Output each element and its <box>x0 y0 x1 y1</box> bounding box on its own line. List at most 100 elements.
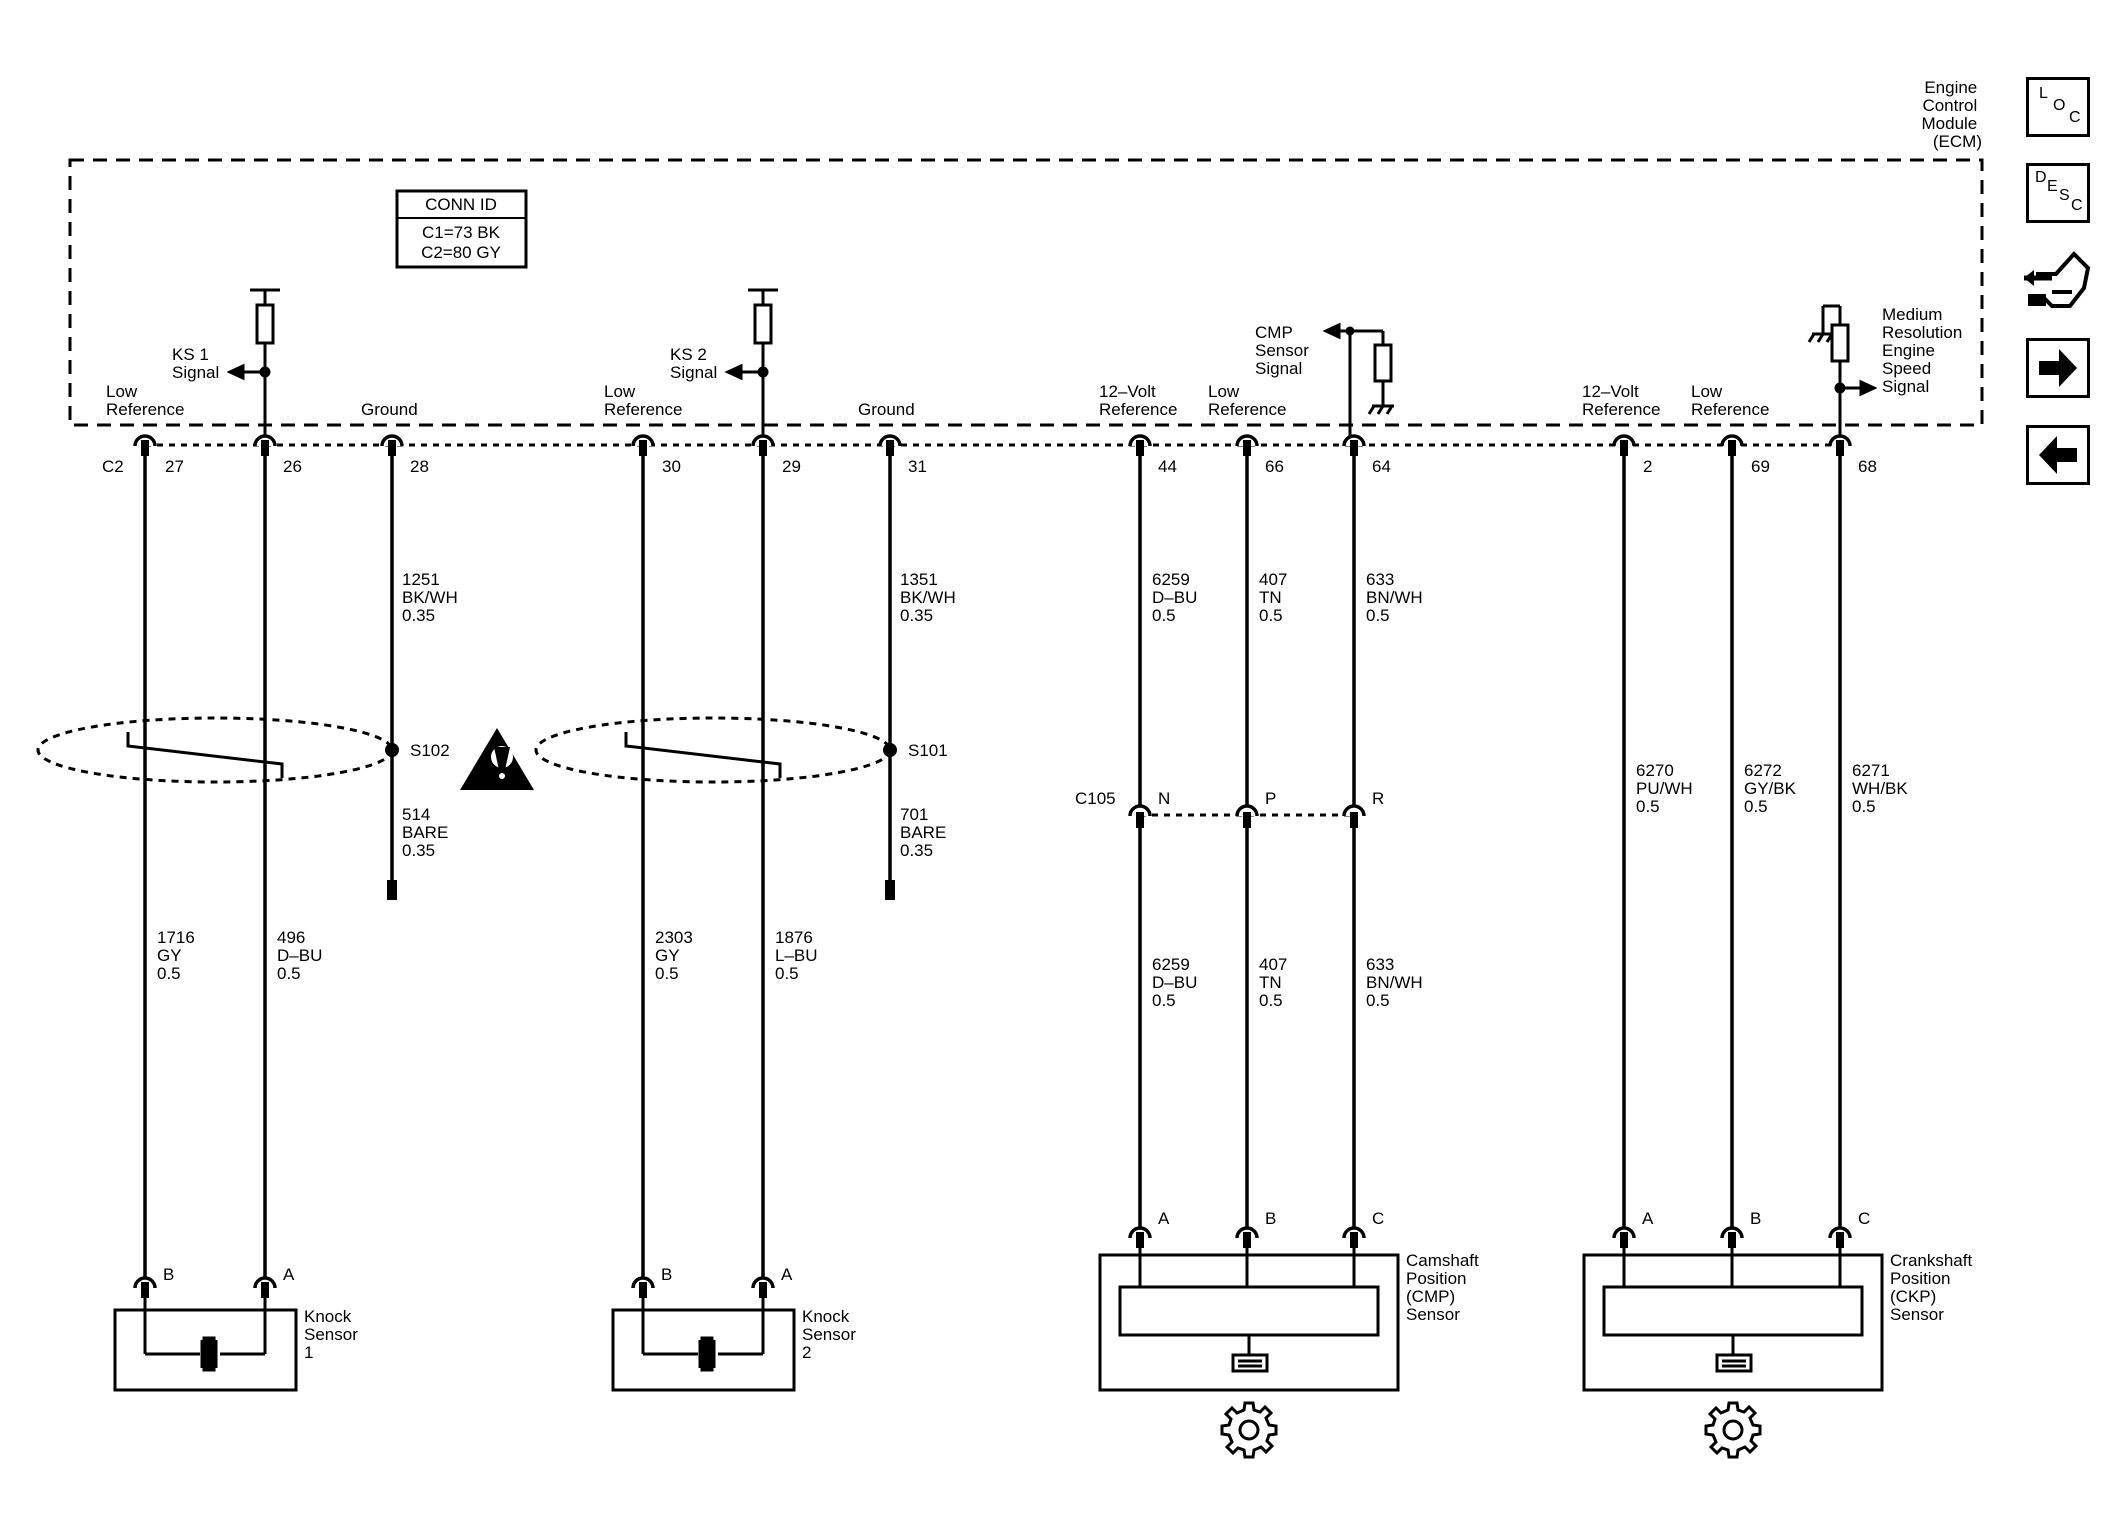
splice-s101-dot <box>883 743 897 757</box>
connector-pinout-icon <box>2024 251 2091 308</box>
next-button[interactable] <box>2026 338 2090 398</box>
knock-sensor-2 <box>611 1298 796 1392</box>
conn-id-title: CONN ID <box>425 195 497 214</box>
ks2-signal-label: KS 2 Signal <box>670 345 717 382</box>
ckp-sensor-label: Crankshaft Position (CKP) Sensor <box>1890 1251 1977 1324</box>
wire-label-1351: 1351 BK/WH 0.35 <box>900 570 960 625</box>
cmp-sensor-signal-label: CMP Sensor Signal <box>1255 323 1314 378</box>
pin-64: 64 <box>1372 457 1391 476</box>
desc-letter-c: C <box>2071 197 2083 214</box>
ks2-circuit <box>724 288 778 440</box>
pin-28: 28 <box>410 457 429 476</box>
wire-label-407-top: 407 TN 0.5 <box>1259 570 1292 625</box>
wire-label-6271: 6271 WH/BK 0.5 <box>1852 761 1912 816</box>
wire-label-701: 701 BARE 0.35 <box>900 805 951 860</box>
left-arrow-icon <box>2039 436 2077 474</box>
desc-letter-s: S <box>2059 187 2070 204</box>
pin-66: 66 <box>1265 457 1284 476</box>
desc-letter-e: E <box>2047 178 2058 195</box>
ckp-pin-c: C <box>1858 1209 1870 1228</box>
sensor-terminals <box>133 1226 1852 1298</box>
drain-514-end <box>387 880 397 900</box>
conn-id-c2: C2=80 GY <box>421 243 501 262</box>
low-reference-69-label: Low Reference <box>1691 382 1769 419</box>
connector-pinout-button[interactable] <box>2022 244 2094 324</box>
ks1-signal-label: KS 1 Signal <box>172 345 219 382</box>
wire-label-407-bottom: 407 TN 0.5 <box>1259 955 1292 1010</box>
pin-44: 44 <box>1158 457 1177 476</box>
knock1-pin-b: B <box>163 1265 174 1284</box>
wire-label-1251: 1251 BK/WH 0.35 <box>402 570 462 625</box>
wire-label-2303: 2303 GY 0.5 <box>655 928 698 983</box>
wire-label-633-bottom: 633 BN/WH 0.5 <box>1366 955 1427 1010</box>
loc-letter-c: C <box>2069 109 2081 126</box>
wire-label-6259-top: 6259 D–BU 0.5 <box>1152 570 1202 625</box>
loc-button[interactable]: L O C <box>2026 77 2090 137</box>
loc-letter-l: L <box>2039 85 2048 102</box>
ground-31-label: Ground <box>858 400 915 419</box>
cmp-pin-c: C <box>1372 1209 1384 1228</box>
pin-26: 26 <box>283 457 302 476</box>
ecm-title: Engine Control Module (ECM) <box>1922 78 1983 151</box>
low-reference-27-label: Low Reference <box>106 382 184 419</box>
pin-29: 29 <box>782 457 801 476</box>
wire-label-1716: 1716 GY 0.5 <box>157 928 200 983</box>
gear-icon <box>1220 1401 1278 1459</box>
ckp-pin-b: B <box>1750 1209 1761 1228</box>
knock1-shield <box>36 716 394 784</box>
knock-sensor-2-label: Knock Sensor 2 <box>802 1307 861 1362</box>
pin-c2: C2 <box>102 457 124 476</box>
pin-68: 68 <box>1858 457 1877 476</box>
pin-31: 31 <box>908 457 927 476</box>
ecm-boundary <box>68 158 1984 427</box>
12v-reference-2-label: 12–Volt Reference <box>1582 382 1660 419</box>
knock2-pin-a: A <box>781 1265 793 1284</box>
c105-pin-p: P <box>1265 789 1276 808</box>
c105-pin-n: N <box>1158 789 1170 808</box>
back-button[interactable] <box>2026 425 2090 485</box>
ks1-circuit <box>226 288 280 440</box>
desc-letter-d: D <box>2035 169 2047 186</box>
knock-sensor-1 <box>113 1298 298 1392</box>
knock2-shield <box>534 716 892 784</box>
ecm-pin-labels: C2 27 26 28 30 29 31 44 66 64 2 69 68 <box>102 457 1877 476</box>
pin-2: 2 <box>1643 457 1652 476</box>
12v-reference-44-label: 12–Volt Reference <box>1099 382 1177 419</box>
conn-id-box: CONN ID C1=73 BK C2=80 GY <box>395 189 528 269</box>
splice-s101-label: S101 <box>908 741 948 760</box>
cmp-sensor <box>1098 1248 1400 1392</box>
pin-69: 69 <box>1751 457 1770 476</box>
ckp-pin-a: A <box>1642 1209 1654 1228</box>
mres-signal-circuit <box>1807 304 1878 440</box>
pin-27: 27 <box>165 457 184 476</box>
c105-label: C105 <box>1075 789 1116 808</box>
loc-letter-o: O <box>2053 97 2066 114</box>
c105-terminals <box>1128 804 1366 828</box>
medium-resolution-signal-label: Medium Resolution Engine Speed Signal <box>1882 305 1967 396</box>
splice-s102-label: S102 <box>410 741 450 760</box>
warning-icon <box>460 728 534 790</box>
wire-label-496: 496 D–BU 0.5 <box>277 928 327 983</box>
knock-sensor-1-label: Knock Sensor 1 <box>304 1307 363 1362</box>
cmp-signal-circuit <box>1322 322 1394 440</box>
cmp-pin-a: A <box>1158 1209 1170 1228</box>
desc-button[interactable]: D E S C <box>2026 163 2090 223</box>
knock2-pin-b: B <box>661 1265 672 1284</box>
cmp-sensor-label: Camshaft Position (CMP) Sensor <box>1406 1251 1483 1324</box>
wire-label-633-top: 633 BN/WH 0.5 <box>1366 570 1427 625</box>
c105-pin-r: R <box>1372 789 1384 808</box>
ckp-sensor <box>1582 1248 1884 1392</box>
ecm-terminals <box>133 434 1852 456</box>
wire-label-1876: 1876 L–BU 0.5 <box>775 928 822 983</box>
knock1-pin-a: A <box>283 1265 295 1284</box>
right-arrow-icon <box>2039 349 2077 387</box>
wire-label-6270: 6270 PU/WH 0.5 <box>1636 761 1697 816</box>
splice-s102-dot <box>385 743 399 757</box>
cmp-pin-b: B <box>1265 1209 1276 1228</box>
wire-label-6259-bottom: 6259 D–BU 0.5 <box>1152 955 1202 1010</box>
low-reference-66-label: Low Reference <box>1208 382 1286 419</box>
wire-label-514: 514 BARE 0.35 <box>402 805 453 860</box>
gear-icon <box>1704 1401 1762 1459</box>
wire-label-6272: 6272 GY/BK 0.5 <box>1744 761 1801 816</box>
wires <box>143 450 1842 1278</box>
